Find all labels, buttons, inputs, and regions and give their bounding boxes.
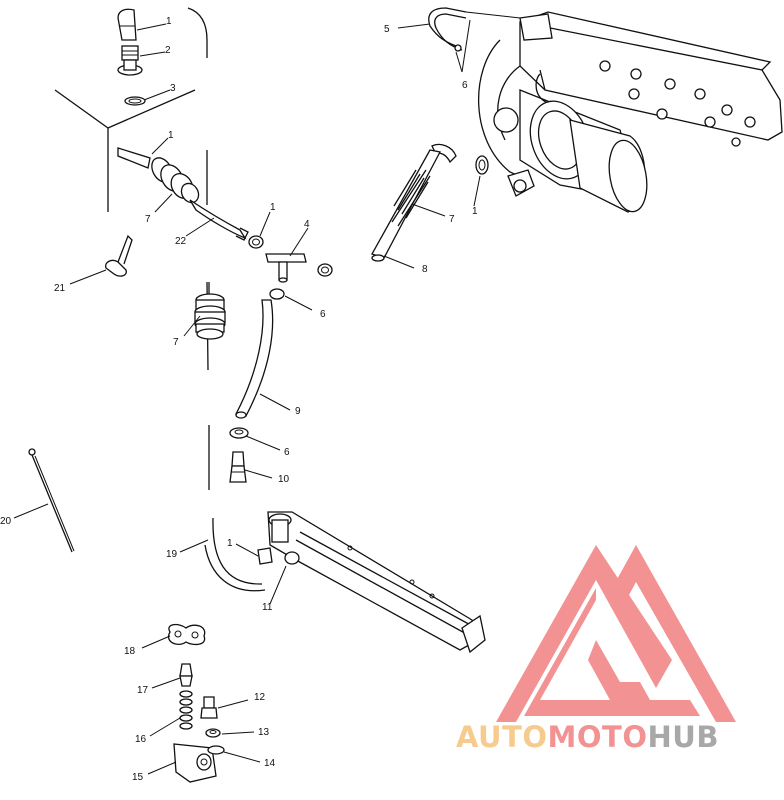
callout-19: 19 xyxy=(166,549,178,560)
bulkhead-panel xyxy=(54,89,196,212)
clamp-part-1-right xyxy=(475,155,489,175)
hose-clamp-a xyxy=(248,235,264,249)
callout-17: 17 xyxy=(137,685,149,696)
callout-1: 1 xyxy=(166,16,172,27)
gasket-part-18 xyxy=(167,623,206,646)
spring-part-16 xyxy=(179,690,193,730)
callout-7b: 7 xyxy=(173,337,179,348)
fitting-part-2 xyxy=(117,45,143,76)
housing-part-15 xyxy=(173,743,217,783)
callout-4: 4 xyxy=(304,219,310,230)
callout-22: 22 xyxy=(175,236,187,247)
callout-1b: 1 xyxy=(168,130,174,141)
callout-6a: 6 xyxy=(320,309,326,320)
callout-9: 9 xyxy=(295,406,301,417)
clip-part-21 xyxy=(105,234,133,277)
callout-6c: 6 xyxy=(462,80,468,91)
callout-12: 12 xyxy=(254,692,266,703)
logo-inner-g xyxy=(524,588,700,716)
seal-part-6-lower xyxy=(229,427,249,439)
callout-labels: 1 2 3 1 7 22 21 1 4 6 7 9 6 10 20 19 1 1… xyxy=(0,16,478,783)
callout-18: 18 xyxy=(124,646,136,657)
logo-outer-triangle xyxy=(496,545,672,722)
bellows-hose-assembly xyxy=(117,147,249,241)
callout-13: 13 xyxy=(258,727,270,738)
callout-16: 16 xyxy=(135,734,147,745)
callout-2: 2 xyxy=(165,45,171,56)
automotohub-watermark: AUTOMOTOHUB xyxy=(456,545,736,754)
bellows-part-7-lower xyxy=(194,282,226,340)
ring-part-14 xyxy=(207,745,225,755)
watermark-text-moto: MOTO xyxy=(548,720,648,754)
watermark-text-hub: HUB xyxy=(648,720,719,754)
callout-14: 14 xyxy=(264,758,276,769)
logo-right-peak xyxy=(610,545,736,722)
hood-outline xyxy=(187,7,210,490)
callout-8: 8 xyxy=(422,264,428,275)
callout-7c: 7 xyxy=(449,214,455,225)
washer-part-13 xyxy=(205,728,221,738)
plug-part-17 xyxy=(179,663,193,687)
engine-assembly xyxy=(477,11,783,213)
callout-6b: 6 xyxy=(284,447,290,458)
hose-clamp-b xyxy=(317,263,333,277)
callout-7a: 7 xyxy=(145,214,151,225)
heat-exchanger xyxy=(257,511,486,654)
breather-hose-part-5 xyxy=(428,7,521,52)
callout-21: 21 xyxy=(54,283,66,294)
watermark-text: AUTOMOTOHUB xyxy=(456,720,719,754)
watermark-logo-mark xyxy=(496,545,736,722)
callout-1d: 1 xyxy=(227,538,233,549)
callout-10: 10 xyxy=(278,474,290,485)
valve-part-12 xyxy=(200,696,218,719)
callout-20: 20 xyxy=(0,516,12,527)
leader-lines xyxy=(13,19,481,775)
callout-11: 11 xyxy=(262,602,273,613)
callout-3: 3 xyxy=(170,83,176,94)
callout-15: 15 xyxy=(132,772,144,783)
tee-fitting-part-4 xyxy=(265,253,307,283)
fitting-part-10 xyxy=(229,451,247,483)
hose-part-8 xyxy=(371,143,457,262)
rod-part-20 xyxy=(28,448,75,553)
callout-1e: 1 xyxy=(472,206,478,217)
logo-inner-bar xyxy=(588,640,650,700)
watermark-text-auto: AUTO xyxy=(456,720,548,754)
hose-part-19 xyxy=(204,517,266,592)
callout-1c: 1 xyxy=(270,202,276,213)
hose-part-9 xyxy=(235,288,285,419)
hose-elbow-part-1 xyxy=(117,8,137,41)
callout-5: 5 xyxy=(384,24,390,35)
seal-ring-part-3 xyxy=(124,96,146,106)
